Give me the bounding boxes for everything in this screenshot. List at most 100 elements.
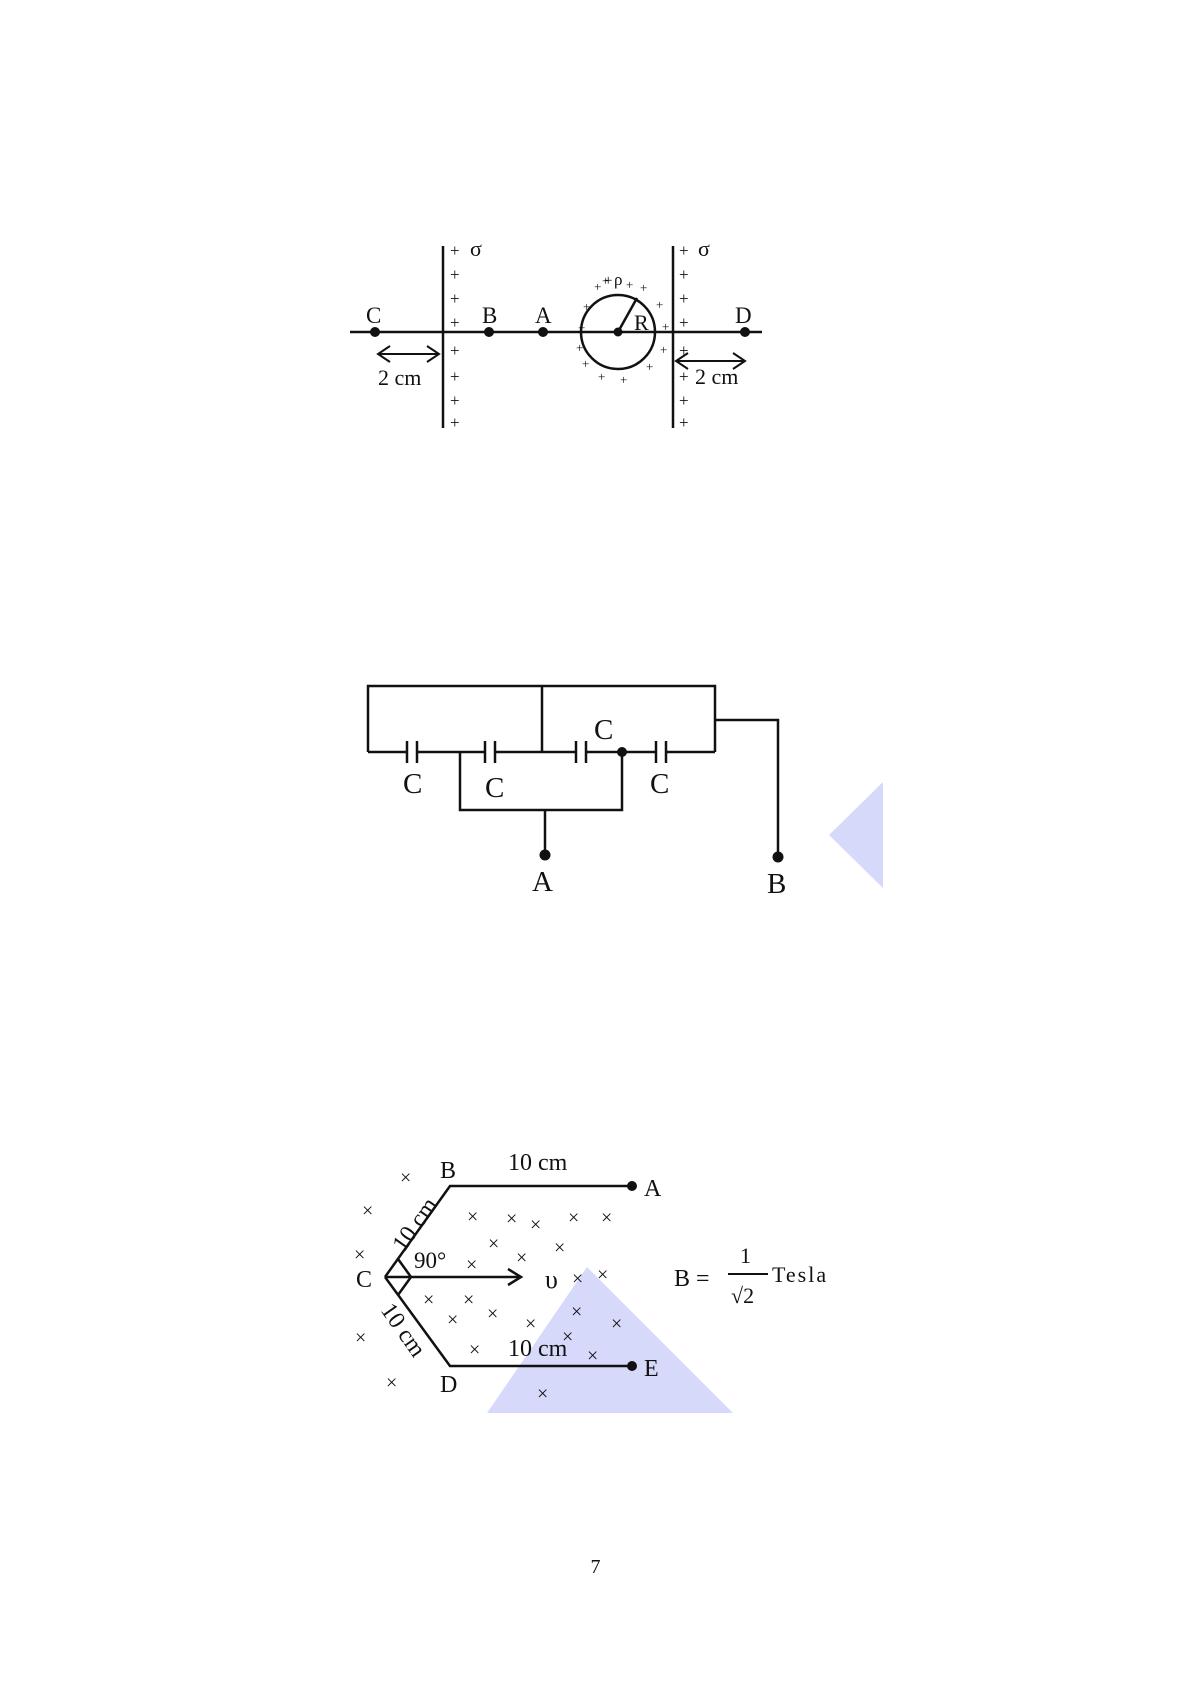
right-plate-charges: + + + + + + + + [679,241,689,432]
svg-text:+: + [679,313,689,332]
figure-charged-plates: + + + + + + + + + + + + + + + + σ σ + [350,236,762,432]
svg-text:×: × [463,1289,474,1311]
svg-text:+: + [620,372,627,387]
radius-label: R [634,310,649,335]
wire-lower [383,1276,630,1368]
field-unit: Tesla [772,1262,828,1287]
svg-text:×: × [362,1200,373,1222]
capacitor-4 [654,741,668,763]
capacitor-3-label: C [594,714,613,746]
charged-sphere [579,293,657,371]
inner-loop-wire [458,752,624,812]
svg-text:+: + [578,320,585,335]
svg-text:+: + [450,367,460,386]
svg-text:×: × [611,1313,622,1335]
svg-text:+: + [679,289,689,308]
length-ba-label: 10 cm [508,1150,568,1176]
svg-text:×: × [400,1167,411,1189]
left-plate-charges: + + + + + + + + [450,241,460,432]
svg-text:+: + [626,277,633,292]
svg-text:×: × [537,1383,548,1405]
terminal-a-dot [539,849,551,861]
junction-dot [617,747,627,757]
point-d-dot [740,327,750,337]
svg-text:+: + [450,313,460,332]
svg-text:×: × [601,1207,612,1229]
sphere-center-dot [613,327,623,337]
svg-text:×: × [354,1244,365,1266]
decorative-triangle-1 [829,782,883,888]
point-a-label-3: A [644,1176,662,1202]
point-a-dot [538,327,548,337]
svg-text:+: + [450,391,460,410]
page-number: 7 [590,1556,601,1578]
sphere-charges: + + + + + + + + + + + + + + [576,273,669,387]
svg-text:+: + [679,367,689,386]
svg-text:+: + [450,241,460,260]
svg-text:×: × [488,1233,499,1255]
point-b-label-3: B [440,1158,456,1184]
point-d-label-3: D [440,1372,457,1398]
svg-text:+: + [602,273,609,288]
capacitor-2-label: C [485,772,504,804]
svg-text:+: + [679,413,689,432]
point-e-dot [627,1361,637,1371]
sigma-left-label: σ [470,236,482,261]
svg-text:×: × [516,1247,527,1269]
svg-text:×: × [587,1345,598,1367]
svg-text:×: × [568,1207,579,1229]
terminal-b-dot [772,851,784,863]
figure-capacitor-labels: C C C C A B [403,714,786,900]
svg-text:×: × [530,1214,541,1236]
point-c-dot [370,327,380,337]
point-a-label: A [535,303,552,328]
right-distance-label: 2 cm [695,364,738,389]
svg-text:+: + [598,369,605,384]
svg-text:×: × [386,1372,397,1394]
svg-text:×: × [487,1303,498,1325]
rho-plus: + [604,273,612,289]
svg-text:×: × [447,1309,458,1331]
capacitor-1-label: C [403,768,422,800]
svg-text:+: + [576,340,583,355]
svg-text:+: + [582,356,589,371]
svg-text:×: × [355,1327,366,1349]
point-b-label: B [482,303,497,328]
point-a-dot-3 [627,1181,637,1191]
svg-text:+: + [679,265,689,284]
svg-text:×: × [467,1206,478,1228]
decorative-triangle-2 [487,1267,733,1413]
svg-text:+: + [594,279,601,294]
svg-text:+: + [450,413,460,432]
svg-text:+: + [662,319,669,334]
point-e-label: E [644,1356,659,1382]
svg-text:+: + [646,359,653,374]
svg-text:×: × [506,1208,517,1230]
figure-capacitor-network [366,684,780,855]
field-numerator: 1 [740,1243,751,1268]
svg-text:+: + [450,341,460,360]
svg-text:×: × [469,1339,480,1361]
point-b-dot [484,327,494,337]
svg-text:+: + [679,241,689,260]
radius-line [616,297,639,333]
svg-text:+: + [679,391,689,410]
wire-to-b [715,718,780,855]
svg-text:×: × [423,1289,434,1311]
point-c-label-3: C [356,1267,372,1293]
sigma-right-label: σ [698,236,710,261]
svg-text:+: + [660,342,667,357]
length-cb-label: 10 cm [388,1193,444,1257]
terminal-b-label: B [767,868,786,900]
svg-text:×: × [562,1326,573,1348]
capacitor-3 [574,741,588,763]
svg-text:+: + [450,289,460,308]
angle-label: 90° [414,1248,446,1273]
svg-text:+: + [583,299,590,314]
capacitor-2 [483,741,497,763]
velocity-label: υ [545,1265,558,1294]
left-distance-label: 2 cm [378,365,421,390]
field-lhs: B = [674,1266,710,1292]
svg-text:×: × [466,1254,477,1276]
